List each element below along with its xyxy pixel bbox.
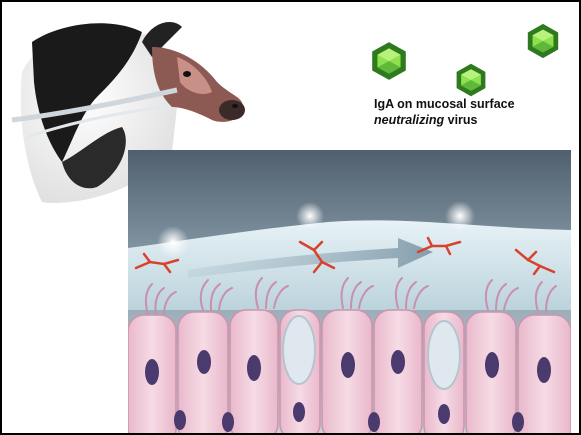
virus-icon (524, 22, 562, 60)
caption-emphasis: neutralizing (374, 113, 444, 127)
virus-icon (453, 62, 489, 98)
caption: IgA on mucosal surface neutralizing viru… (374, 96, 581, 128)
caption-line-1: IgA on mucosal surface (374, 96, 581, 112)
caption-line-2: neutralizing virus (374, 112, 581, 128)
virus-icon (368, 40, 410, 82)
mucosal-illustration (128, 150, 571, 433)
caption-rest: virus (444, 113, 477, 127)
